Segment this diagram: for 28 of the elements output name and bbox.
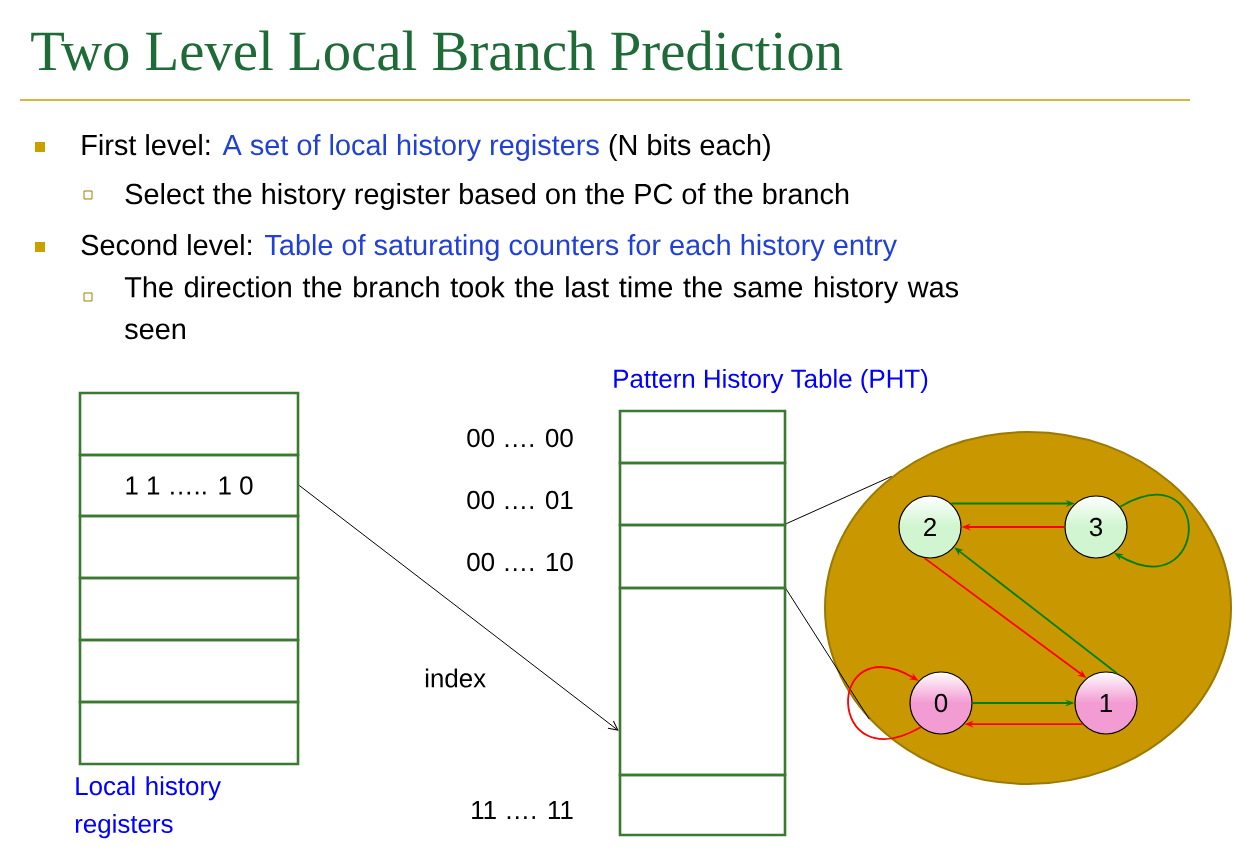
register-cell [78,638,300,704]
index-label: index [425,668,486,688]
register-caption: Local history registers [75,776,221,839]
table-cell [618,773,787,837]
table-cell [618,409,787,465]
register-cell: 1 1 ….. 1 0 [78,453,300,518]
bullet-text: Second level: Table of saturating counters for each history entry [81,234,897,261]
index-arrow [298,485,619,731]
register-cell [78,514,300,580]
bullet-text: The direction the branch took the last time the same history was seen [124,276,959,340]
bullet-text: Select the history register based on the PC of the branch [125,183,849,210]
zoom-line [785,588,870,720]
index-value: 00 …. 00 [467,428,573,448]
slide-title: Two Level Local Branch Prediction [31,30,843,71]
zoom-line [785,475,893,525]
register-cell [78,576,300,642]
table-heading: Pattern History Table (PHT) [614,368,928,394]
index-value: 00 …. 01 [467,490,573,510]
register-cell [78,700,300,766]
index-value: 11 …. 11 [472,801,573,819]
index-value: 00 …. 10 [467,552,573,572]
table-cell [618,586,787,777]
table-cell [618,523,787,590]
state-diagram-ellipse [824,431,1232,785]
state-transition-arrow [847,666,922,740]
register-cell [78,391,300,457]
table-cell [618,461,787,527]
bullet-text: First level: A set of local history registers (N bits each) [82,134,770,161]
